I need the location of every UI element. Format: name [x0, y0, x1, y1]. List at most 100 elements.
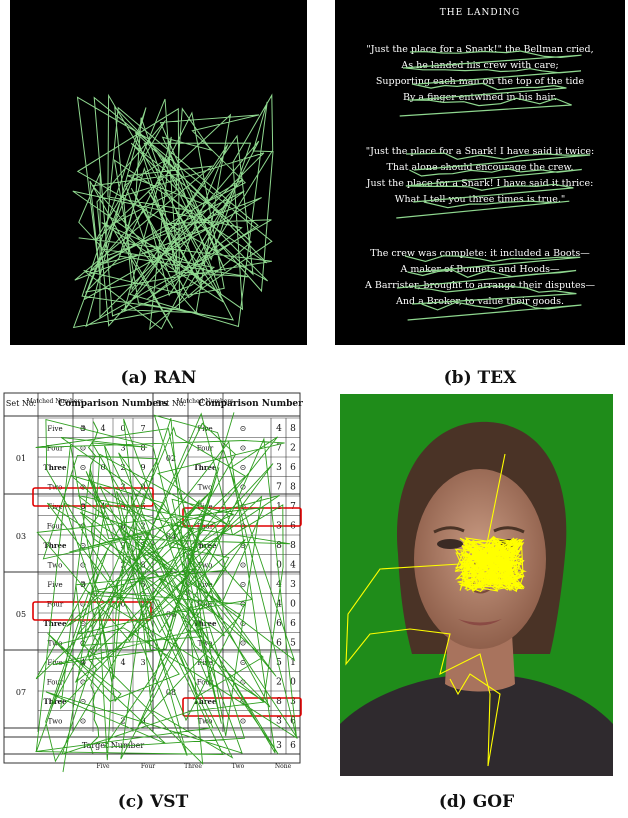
vst-cell-text: 0	[120, 600, 125, 609]
tex-scanpath	[412, 285, 577, 305]
tex-scanpath-overlay	[396, 50, 591, 321]
gof-panel	[340, 394, 613, 776]
tex-scanpath	[406, 152, 591, 171]
vst-cell-text: Target Number	[82, 741, 145, 750]
tex-line: Just the place for a Snark! I have said …	[366, 178, 594, 189]
vst-cell-text: 6	[276, 619, 282, 629]
left-eye	[437, 539, 463, 549]
tex-scanpath	[399, 97, 572, 117]
vst-cell-text: 3	[276, 741, 282, 751]
vst-cell-text: 6	[290, 717, 296, 727]
gof-scanpath-cluster	[454, 453, 527, 594]
vst-cell-text: ⊙	[240, 541, 247, 550]
vst-cell-text: 2	[290, 444, 296, 454]
vst-cell-text: 9	[140, 463, 145, 472]
vst-cell-text: 04	[166, 532, 176, 541]
vst-scanpath	[35, 412, 298, 773]
vst-cell-text: Five	[47, 659, 62, 667]
vst-cell-text: 1	[290, 658, 296, 668]
tex-scanpath	[408, 183, 574, 203]
tex-scanpath	[411, 82, 567, 101]
vst-cell-text: Comparison Numbers	[198, 399, 303, 409]
vst-cell-text: ⊙	[240, 561, 247, 570]
vst-cell-text: 8	[120, 522, 125, 531]
vst-cell-text: 2	[276, 678, 282, 688]
vst-cell-text: 02	[166, 454, 176, 463]
vst-cell-text: 6	[276, 639, 282, 649]
tex-panel: THE LANDING "Just the place for a Snark!…	[335, 0, 625, 345]
vst-cell-text: 03	[16, 532, 26, 541]
vst-cell-text: Two	[232, 763, 245, 770]
vst-cell-text: Four	[47, 445, 64, 453]
vst-cell-text: 0	[290, 600, 296, 610]
vst-cell-text: 7	[276, 444, 282, 454]
vst-cell-text: 2	[120, 717, 125, 726]
vst-cell-text: 2	[140, 522, 145, 531]
vst-scanpath-column	[87, 421, 100, 754]
vst-cell-text: ⊙	[240, 444, 247, 453]
vst-cell-text: ⊙	[240, 424, 247, 433]
tex-line: And a Broker, to value their goods.	[396, 296, 564, 307]
vst-cell-text: 7	[276, 483, 282, 493]
vst-cell-text: 3	[140, 658, 145, 667]
vst-cell-text: ⊙	[80, 619, 87, 628]
vst-cell-text: 7	[290, 502, 296, 512]
vst-cell-text: 07	[16, 688, 26, 697]
vst-cell-text: 8	[290, 483, 296, 493]
vst-cell-text: Four	[47, 601, 64, 609]
tex-line: By a finger entwined in his hair.	[403, 92, 557, 103]
vst-cell-text: 5	[290, 639, 296, 649]
vst-cell-text: Two	[198, 640, 213, 648]
vst-cell-text: ⊙	[80, 697, 87, 706]
shirt-shape	[340, 676, 613, 776]
vst-cell-text: Five	[47, 425, 62, 433]
tex-line: What I tell you three times is true."	[394, 194, 566, 205]
vst-cell-text: 4	[100, 424, 105, 433]
right-brow	[493, 526, 525, 534]
vst-cell-text: Four	[141, 763, 155, 770]
vst-cell-text: 9	[120, 541, 125, 550]
vst-cell-text: 4	[276, 600, 282, 610]
vst-cell-text: 4	[80, 658, 85, 667]
vst-cell-text: 2	[140, 600, 145, 609]
vst-cell-text: ⊙	[240, 717, 247, 726]
vst-cell-text: 6	[290, 619, 296, 629]
vst-cell-text: ⊙	[240, 678, 247, 687]
vst-cell-text: 0	[100, 463, 105, 472]
vst-cell-text: Three	[44, 619, 67, 628]
vst-cell-text: Four	[197, 445, 214, 453]
tex-line: A maker of Bonnets and Hoods—	[400, 264, 560, 275]
vst-cell-text: ⊙	[80, 483, 87, 492]
vst-cell-text: 3	[276, 717, 282, 727]
vst-cell-text: Three	[44, 541, 67, 550]
vst-cell-text: Four	[47, 679, 64, 687]
vst-cell-text: 7	[140, 424, 145, 433]
tex-scanpath	[407, 301, 582, 321]
vst-cell-text: 8	[290, 541, 296, 551]
vst-cell-text: Five	[197, 581, 212, 589]
vst-cell-text: 3	[276, 463, 282, 473]
tex-scanpath	[404, 255, 581, 273]
tex-scanpath	[402, 50, 582, 69]
ran-panel	[10, 0, 307, 345]
vst-cell-text: 08	[166, 688, 176, 697]
tex-line: A Barrister, brought to arrange their di…	[365, 280, 595, 291]
ran-scanpath-plot	[72, 93, 274, 331]
vst-cell-text: Four	[47, 523, 64, 531]
vst-cell-text: 8	[276, 697, 282, 707]
mouth-shape	[458, 619, 502, 626]
left-brow	[433, 526, 465, 534]
tex-line: "Just the place for a Snark!" the Bellma…	[366, 44, 594, 55]
vst-cell-text: Three	[184, 763, 202, 770]
vst-cell-text: ⊙	[240, 658, 247, 667]
vst-cell-text: 3	[290, 697, 296, 707]
vst-cell-text: ⊙	[80, 561, 87, 570]
tex-title: THE LANDING	[439, 8, 521, 18]
vst-cell-text: Three	[44, 697, 67, 706]
vst-cell-text: ⊙	[80, 463, 87, 472]
vst-cell-text: 3	[120, 483, 125, 492]
vst-cell-text: 3	[290, 580, 296, 590]
vst-cell-text: 4	[276, 424, 282, 434]
vst-cell-text: 4	[276, 580, 282, 590]
vst-cell-text: 8	[276, 541, 282, 551]
